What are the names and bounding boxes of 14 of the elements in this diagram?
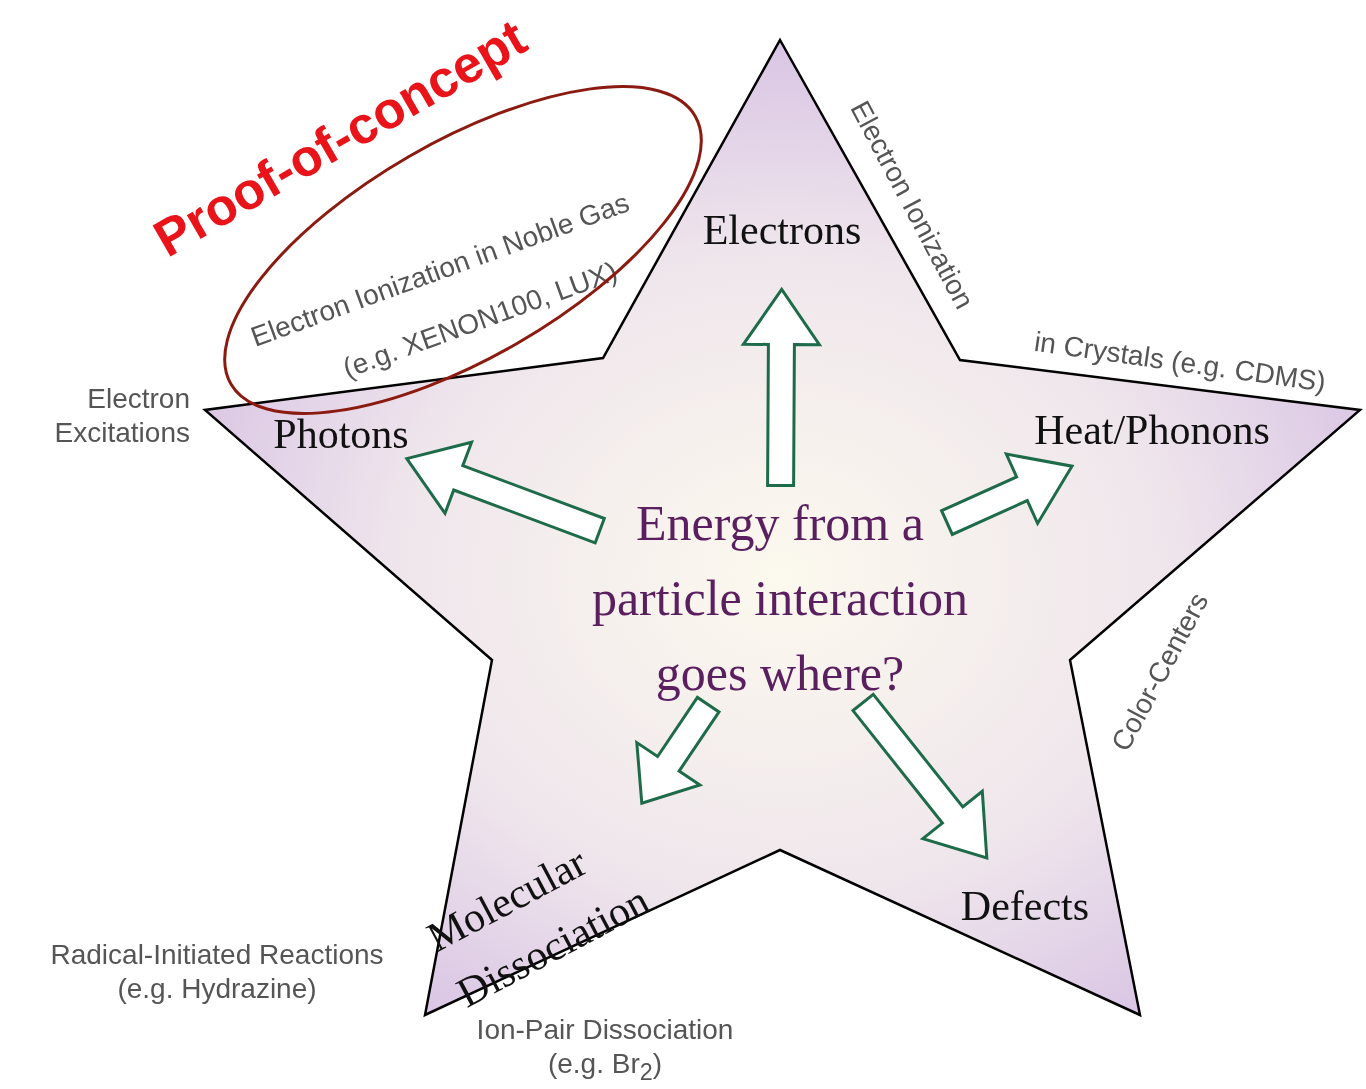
block-arrow — [635, 695, 722, 806]
block-arrow — [404, 440, 607, 545]
outcome-label: Heat/Phonons — [1034, 398, 1270, 462]
block-arrow — [740, 286, 823, 488]
block-arrow — [850, 692, 989, 861]
edge-caption: Radical-Initiated Reactions (e.g. Hydrazine) — [49, 938, 385, 1006]
edge-caption: Electron Excitations — [53, 382, 190, 450]
outcome-label: Photons — [273, 402, 409, 466]
edge-caption: in Crystals (e.g. CDMS) — [1032, 324, 1328, 400]
question-text: Energy from a particle interaction goes where? — [555, 485, 1005, 711]
outcome-label: Electrons — [702, 198, 862, 262]
outcome-label: Defects — [960, 874, 1090, 938]
edge-caption: Ion-Pair Dissociation (e.g. Br$_{2}$) — [475, 1013, 735, 1087]
block-arrow — [939, 452, 1075, 537]
